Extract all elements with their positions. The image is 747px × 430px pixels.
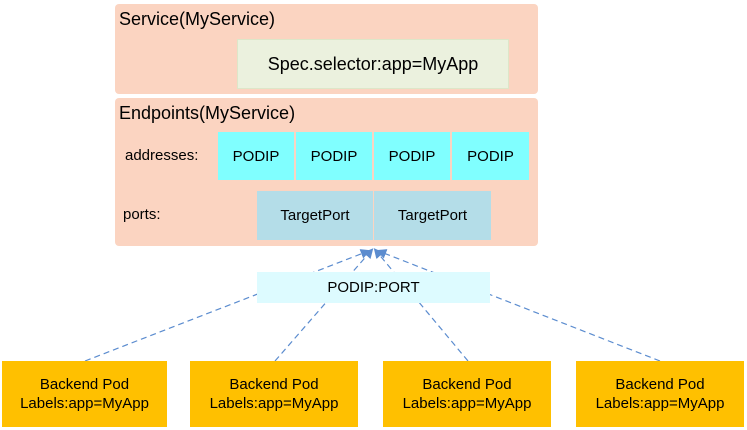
backend-pod: Backend Pod Labels:app=MyApp [383,361,551,427]
backend-pod: Backend Pod Labels:app=MyApp [576,361,744,427]
podip-port-label: PODIP:PORT [257,272,490,303]
pod-labels: Labels:app=MyApp [20,395,149,412]
arrow-pod2 [274,248,374,362]
endpoints-box: Endpoints(MyService) addresses: PODIP PO… [115,98,538,246]
arrow-pod3 [373,248,469,362]
podip-cell: PODIP [296,132,374,180]
pod-labels: Labels:app=MyApp [595,395,725,412]
ports-label: ports: [123,206,161,223]
arrow-pod1 [84,249,371,362]
addresses-label: addresses: [125,147,199,164]
targetport-cell: TargetPort [374,191,491,240]
pod-name: Backend Pod [615,376,705,393]
endpoints-title: Endpoints(MyService) [119,103,296,123]
podip-cell: PODIP [374,132,452,180]
service-title: Service(MyService) [119,9,276,29]
service-box: Service(MyService) Spec.selector:app=MyA… [115,4,538,94]
service-selector: Spec.selector:app=MyApp [237,39,509,89]
backend-pod: Backend Pod Labels:app=MyApp [2,361,167,427]
podip-cell: PODIP [218,132,296,180]
backend-pod: Backend Pod Labels:app=MyApp [190,361,358,427]
podip-cell: PODIP [452,132,529,180]
pod-name: Backend Pod [422,376,512,393]
pod-name: Backend Pod [39,376,130,393]
targetport-cell: TargetPort [257,191,374,240]
pod-name: Backend Pod [229,376,319,393]
pod-labels: Labels:app=MyApp [209,395,339,412]
pod-labels: Labels:app=MyApp [402,395,532,412]
